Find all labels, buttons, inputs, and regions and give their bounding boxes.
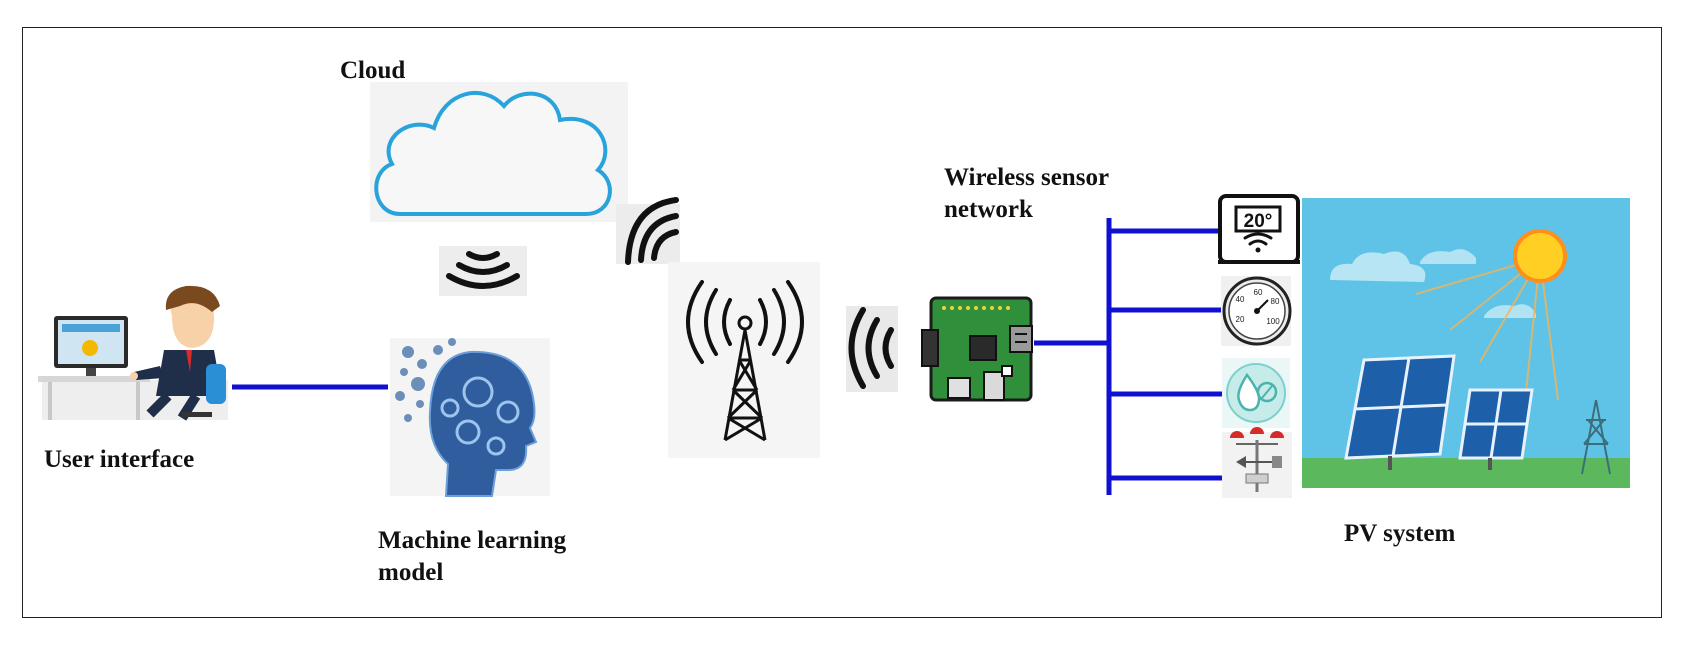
cloud-signal-icon xyxy=(439,246,527,296)
pv-system-label: PV system xyxy=(1344,520,1456,547)
solar-panel-small xyxy=(1458,388,1534,470)
user-interface-icon xyxy=(38,285,228,421)
wireless-sensor-network-label-line2: network xyxy=(944,196,1033,223)
machine-learning-label-line1: Machine learning xyxy=(378,527,567,554)
pressure-gauge-icon: 20 40 60 80 100 xyxy=(1221,276,1292,346)
tower-signal-icon xyxy=(616,197,680,265)
board-signal-icon xyxy=(846,306,898,392)
pv-system-scene xyxy=(1302,198,1630,488)
user-interface-label: User interface xyxy=(44,446,195,473)
gauge-tick-label: 100 xyxy=(1266,317,1280,326)
humidity-sensor-icon xyxy=(1222,358,1290,428)
machine-learning-label-line2: model xyxy=(378,559,444,586)
thermostat-icon: 20° xyxy=(1218,194,1300,264)
thermostat-reading: 20° xyxy=(1244,211,1273,232)
sensor-node-board-icon xyxy=(916,293,1034,407)
pylon-icon xyxy=(1581,399,1611,475)
cloud-label: Cloud xyxy=(340,57,406,84)
gauge-tick-label: 40 xyxy=(1236,295,1245,304)
gauge-tick-label: 60 xyxy=(1254,288,1263,297)
diagram-frame xyxy=(22,27,1662,618)
gauge-tick-label: 80 xyxy=(1271,297,1280,306)
cloud-icon xyxy=(370,82,628,222)
wireless-sensor-network-label-line1: Wireless sensor xyxy=(944,164,1110,191)
connection-lines xyxy=(232,218,1222,495)
anemometer-icon xyxy=(1222,427,1292,498)
machine-learning-head-icon xyxy=(390,338,550,497)
solar-panel-large xyxy=(1344,354,1456,470)
cell-tower-icon xyxy=(668,262,820,458)
gauge-tick-label: 20 xyxy=(1236,315,1245,324)
